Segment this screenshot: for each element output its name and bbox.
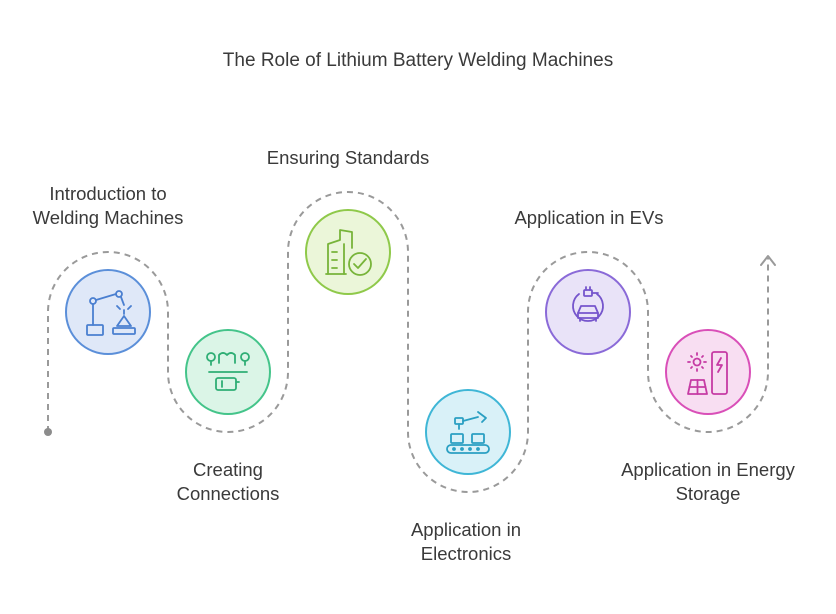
step-application-energy-storage — [665, 329, 751, 415]
step-circle — [425, 389, 511, 475]
battery-connection-icon — [206, 352, 250, 391]
step-circle — [65, 269, 151, 355]
end-arrow-icon — [760, 255, 776, 266]
step-circle — [305, 209, 391, 295]
step-label-application-evs: Application in EVs — [514, 207, 664, 228]
step-introduction — [65, 269, 151, 355]
step-ensuring-standards — [305, 209, 391, 295]
flow-path — [47, 191, 769, 493]
step-label-creating-connections: Creating Connections — [176, 459, 280, 504]
electronics-assembly-line-icon — [446, 411, 490, 454]
step-circle — [665, 329, 751, 415]
step-creating-connections — [185, 329, 271, 415]
step-label-application-energy-storage: Application in Energy Storage — [621, 459, 795, 504]
robotic-welding-arm-icon — [86, 290, 136, 336]
electric-car-plug-icon — [572, 286, 604, 322]
diagram-title: The Role of Lithium Battery Welding Mach… — [222, 50, 614, 71]
step-application-electronics — [425, 389, 511, 475]
factory-check-icon — [325, 229, 372, 276]
step-label-ensuring-standards: Ensuring Standards — [266, 147, 430, 168]
solar-energy-storage-icon — [687, 351, 728, 395]
start-dot — [44, 428, 52, 436]
step-circle — [545, 269, 631, 355]
step-label-application-electronics: Application in Electronics — [410, 519, 522, 564]
step-application-evs — [545, 269, 631, 355]
step-label-introduction: Introduction to Welding Machines — [32, 183, 184, 228]
